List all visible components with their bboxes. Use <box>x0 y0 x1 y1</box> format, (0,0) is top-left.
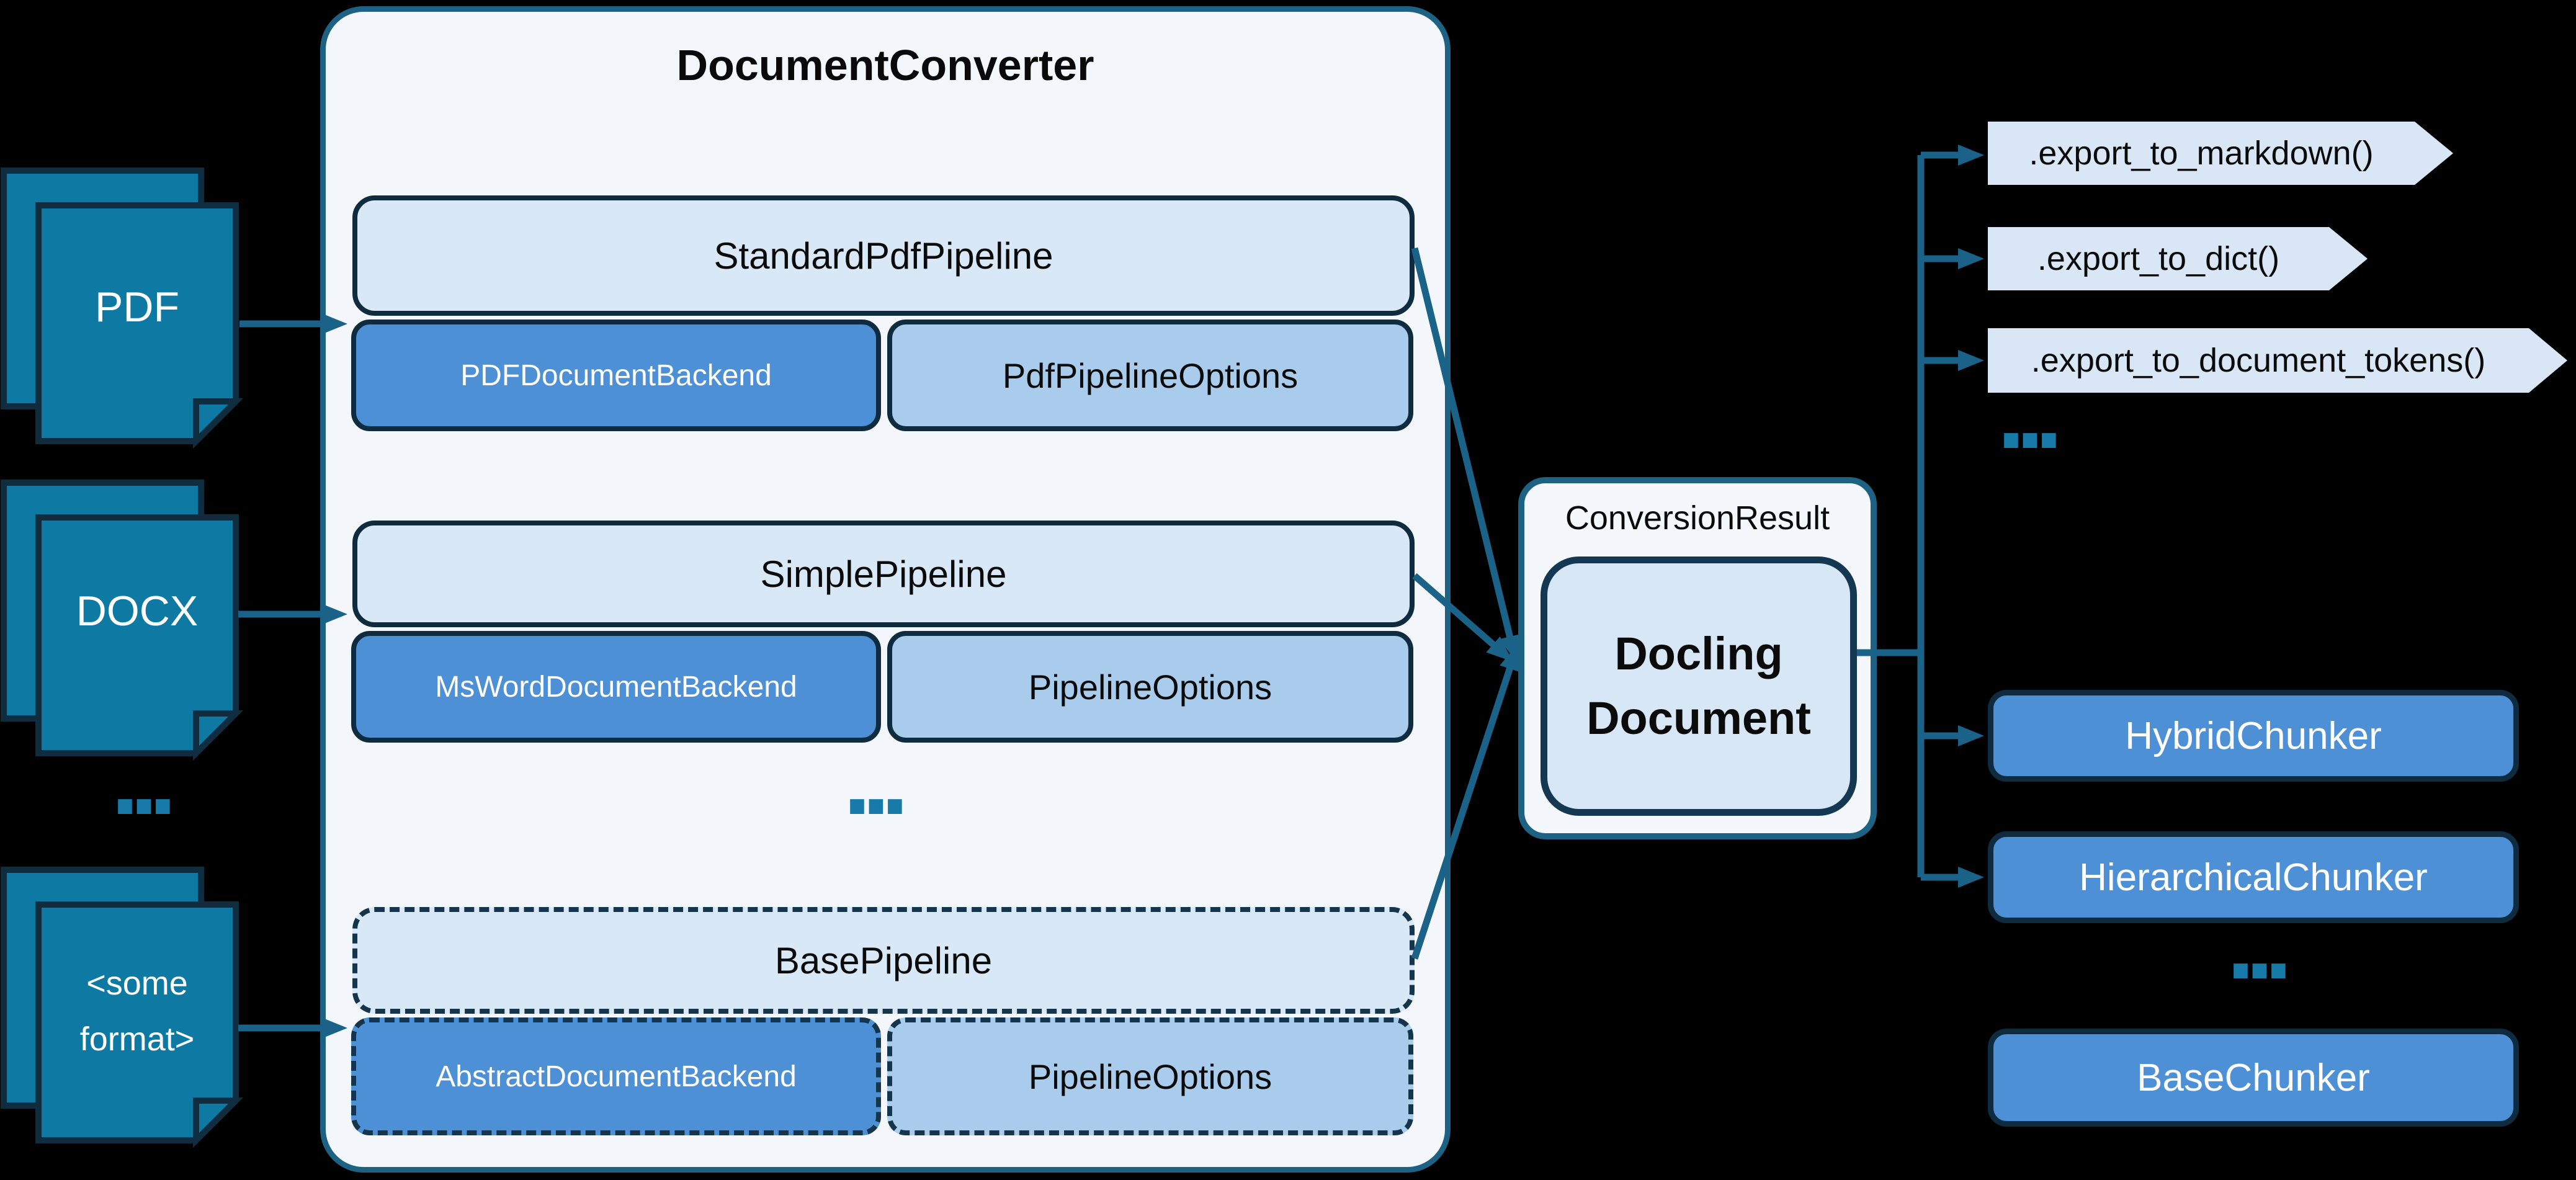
some-format-line2: format> <box>79 1021 195 1058</box>
export-to-markdown-tag: .export_to_markdown() <box>1988 122 2453 185</box>
pdf-document-backend-box: PDFDocumentBackend <box>351 320 881 431</box>
hybrid-chunker-box: HybridChunker <box>1988 690 2519 782</box>
exports-ellipsis: ... <box>1997 358 2062 469</box>
abstract-document-backend-box: AbstractDocumentBackend <box>351 1017 881 1135</box>
docling-document-box: Docling Document <box>1541 556 1857 816</box>
pipeline-options-box: PipelineOptions <box>887 631 1413 743</box>
converter-ellipsis: ... <box>843 724 908 835</box>
pdf-icon-label: PDF <box>95 284 179 331</box>
base-chunker-box: BaseChunker <box>1988 1029 2519 1127</box>
export-to-dict-tag: .export_to_dict() <box>1988 227 2368 290</box>
msword-document-backend-box: MsWordDocumentBackend <box>351 631 881 743</box>
hierarchical-chunker-box: HierarchicalChunker <box>1988 831 2519 923</box>
base-pipeline-box: BasePipeline <box>352 907 1415 1014</box>
standard-pdf-pipeline-box: StandardPdfPipeline <box>352 195 1415 316</box>
docling-document-line2: Document <box>1586 692 1811 744</box>
document-converter-title: DocumentConverter <box>676 41 1094 89</box>
docx-icon-label: DOCX <box>76 588 199 635</box>
some-format-icon-label: <some format> <box>38 955 236 1067</box>
export-to-document-tokens-tag: .export_to_document_tokens() <box>1988 328 2567 393</box>
pdf-pipeline-options-box: PdfPipelineOptions <box>887 320 1413 431</box>
conversion-result-label: ConversionResult <box>1565 499 1830 537</box>
base-pipeline-options-box: PipelineOptions <box>887 1017 1413 1135</box>
inputs-ellipsis: ... <box>111 724 176 835</box>
docling-document-line1: Docling <box>1614 628 1783 679</box>
chunkers-ellipsis: ... <box>2227 888 2292 999</box>
simple-pipeline-box: SimplePipeline <box>352 521 1415 627</box>
some-format-line1: <some <box>86 965 188 1002</box>
